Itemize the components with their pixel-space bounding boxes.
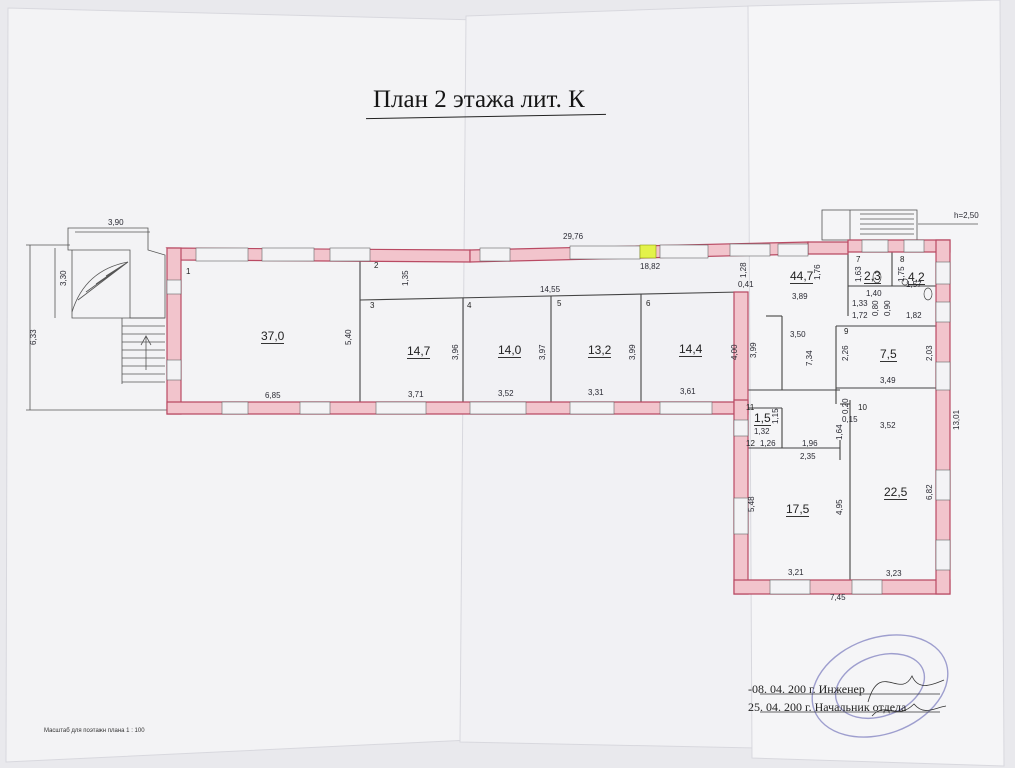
dim-v-3-50: 3,50 <box>790 330 806 339</box>
dim-h-14-55: 14,55 <box>540 285 561 294</box>
dim-v-1-15: 1,15 <box>771 408 780 424</box>
room-number-7: 7 <box>856 255 861 264</box>
dim-v-6-82: 6,82 <box>925 484 934 500</box>
height-mark: h=2,50 <box>954 211 979 220</box>
dim-v-0-41: 0,41 <box>738 280 754 289</box>
room-number-4: 4 <box>467 301 472 310</box>
paper-left <box>5 7 479 763</box>
dim-h-29-76: 29,76 <box>563 232 584 241</box>
dim-h-1-72: 1,72 <box>852 311 868 320</box>
dim-h-1-96: 1,96 <box>802 439 818 448</box>
room-number-9: 9 <box>844 327 849 336</box>
room-area-hall: 44,7 <box>790 269 814 284</box>
room-area-corner: 17,5 <box>786 502 810 517</box>
dim-v-7-34: 7,34 <box>805 350 814 366</box>
dim-v-1-75: 1,75 <box>897 266 906 282</box>
left-staircase <box>26 227 168 411</box>
signature-line-head: 25. 04. 200 г. Начальник отдела <box>748 700 907 714</box>
room-area-3: 14,7 <box>407 344 431 359</box>
dim-h-3-52: 3,52 <box>498 389 514 398</box>
room-number-10: 10 <box>858 403 867 412</box>
dim-v-1-35: 1,35 <box>401 270 410 286</box>
dim-v-1-76: 1,76 <box>813 264 822 280</box>
dim-v-2-26: 2,26 <box>841 345 850 361</box>
room-area-5: 13,2 <box>588 343 612 358</box>
room-area-4: 14,0 <box>498 343 522 358</box>
paper-middle <box>459 5 757 749</box>
plan-title: План 2 этажа лит. К <box>373 86 585 113</box>
dim-h-18-82: 18,82 <box>640 262 661 271</box>
stair-steps <box>121 317 165 384</box>
room-number-5: 5 <box>557 299 562 308</box>
dim-h-1-26: 1,26 <box>760 439 776 448</box>
dim-v-4-95: 4,95 <box>835 499 844 515</box>
dim-h-6-85: 6,85 <box>265 391 281 400</box>
dim-h-3-90: 3,90 <box>108 218 124 227</box>
scale-note: Масштаб для поэтажн плана 1 : 100 <box>44 728 145 734</box>
dim-v-3-97: 3,97 <box>538 344 547 360</box>
room-number-8: 8 <box>900 255 905 264</box>
room-number-11: 11 <box>746 403 755 412</box>
room-number-12: 12 <box>746 439 755 448</box>
dim-h-3-31: 3,31 <box>588 388 604 397</box>
dim-v-0-20: 0,20 <box>841 398 850 414</box>
dim-h-1-32: 1,32 <box>754 427 770 436</box>
dim-v-0-80: 0,80 <box>871 300 880 316</box>
room-area-11: 1,5 <box>754 411 771 426</box>
room-area-10: 22,5 <box>884 485 908 500</box>
room-area-9: 7,5 <box>880 347 897 362</box>
dim-v-6-33: 6,33 <box>29 329 38 345</box>
interior-partitions <box>359 248 940 580</box>
dim-h-3-21: 3,21 <box>788 568 804 577</box>
dim-v-4-00: 4,00 <box>730 344 739 360</box>
dim-v-0-15: 0,15 <box>842 415 858 424</box>
dim-h-1-82: 1,82 <box>906 311 922 320</box>
dim-v-5-40: 5,40 <box>344 329 353 345</box>
dim-v-2-03: 2,03 <box>925 345 934 361</box>
room-area-6: 14,4 <box>679 342 703 357</box>
room-area-8: 4,2 <box>908 270 925 285</box>
dim-h-7-45: 7,45 <box>830 593 846 602</box>
dim-v-5-48: 5,48 <box>747 496 756 512</box>
dim-h-3-61: 3,61 <box>680 387 696 396</box>
room-number-2: 2 <box>374 261 379 270</box>
signature-line-engineer: -08. 04. 200 г. Инженер <box>748 682 865 696</box>
windows <box>166 239 951 595</box>
room-number-6: 6 <box>646 299 651 308</box>
dim-h-1-40: 1,40 <box>866 289 882 298</box>
dim-h-3-71: 3,71 <box>408 390 424 399</box>
room-number-3: 3 <box>370 301 375 310</box>
dim-h-3-89: 3,89 <box>792 292 808 301</box>
dim-h-1-33: 1,33 <box>852 299 868 308</box>
room-number-1: 1 <box>186 267 191 276</box>
signature-lines <box>760 675 947 717</box>
dim-v-3-96: 3,96 <box>451 344 460 360</box>
dim-v-0-90: 0,90 <box>883 300 892 316</box>
dim-h-2-35: 2,35 <box>800 452 816 461</box>
room-area-1: 37,0 <box>261 329 285 344</box>
blue-stamp <box>811 634 949 738</box>
dim-v-1-28: 1,28 <box>739 262 748 278</box>
dim-v-1-64: 1,64 <box>835 424 844 440</box>
dim-h-3-23: 3,23 <box>886 569 902 578</box>
dim-h-3-49: 3,49 <box>880 376 896 385</box>
dim-v-3-30: 3,30 <box>59 270 68 286</box>
dim-v-3-99-b: 3,99 <box>749 342 758 358</box>
dim-h-1-57: 1,57 <box>906 280 922 289</box>
dim-h-3-52-b: 3,52 <box>880 421 896 430</box>
dim-v-1-63: 1,63 <box>854 266 863 282</box>
dim-v-13-01: 13,01 <box>952 409 961 430</box>
dim-v-3-99: 3,99 <box>628 344 637 360</box>
paper-right <box>747 0 1005 767</box>
room-area-7: 2,3 <box>864 269 881 284</box>
highlighted-window <box>639 244 657 259</box>
